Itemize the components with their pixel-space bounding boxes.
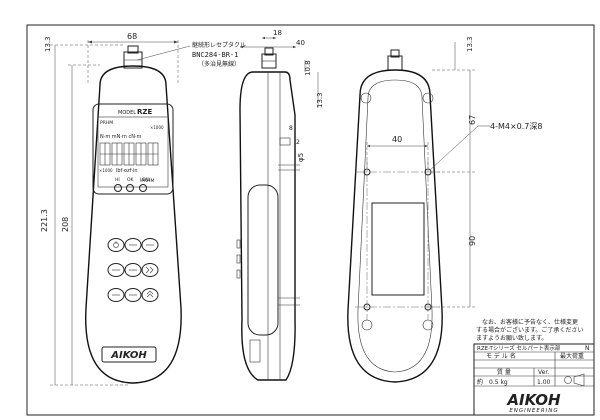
led-ok [126,184,134,192]
back-boss-bl [361,319,373,331]
side-port [249,339,261,363]
lcd-label-left-2: .PKHM [140,178,154,184]
back-inner-outline [357,79,433,373]
led-hi [114,184,122,192]
front-brand: AIKOH [110,350,147,361]
company-subtitle: ENGINEERING [509,408,558,414]
up-button[interactable] [141,288,159,302]
callout-thread: 4-M4×0.7深8 [490,122,542,131]
dim-side-w2: 40 [296,39,305,47]
dim-top-offset-left: 13.3 [44,36,52,52]
dim-height-body: 208 [61,217,70,232]
peak-button[interactable] [107,263,125,277]
dim-side-8: 8 [289,125,293,132]
ent-button[interactable] [124,263,142,277]
dim-back-90: 90 [468,236,477,246]
callout-connector-1: 継続形レセプタクル [192,41,246,49]
lcd-digits [99,142,159,166]
fast-forward-icon [145,266,154,274]
back-boss-br [422,319,434,331]
esc-button[interactable] [107,288,125,302]
notice-text: なお、お客様に予告なく、仕様変更 する場合がございます。ご了承ください ますよう… [476,318,583,342]
back-body-outline [347,69,443,383]
title-block-mass-label: 質 量 [497,368,511,376]
dim-back-width: 40 [392,135,402,144]
lcd-label-left-1: PRHM [100,120,113,126]
zero-button[interactable] [141,238,159,252]
callout-connector-3: （多治見無線） [198,60,240,68]
battery-cover [371,202,425,296]
menu-button[interactable] [124,238,142,252]
back-boss-tr [422,92,434,104]
lcd-units-row1: N·m mN·m cN·m [100,134,142,140]
led-label-ok: OK [127,177,135,183]
lcd-units-row2: lbf·ozf·in [116,168,138,174]
title-block-max-load-label: 最大荷重 [560,352,584,360]
dim-back-67: 67 [468,115,477,125]
front-dimensions: 68 13.3 221.3 208 [40,32,179,386]
company-logo: AIKOH [506,391,561,409]
side-grip [247,184,279,336]
side-body-outline [239,71,296,381]
drawing-border [26,24,595,416]
title-block: RZE-Tシリーズ セルパート表示部 N モ デ ル 名 最大荷重 質 量 Ve… [473,343,595,416]
lcd-label-right-2: ×1000 [99,168,113,173]
title-block-ver-label: Ver. [538,369,549,376]
notice-line-2: する場合がございます。ご了承ください [476,326,583,334]
title-block-model-label: モ デ ル 名 [486,352,516,360]
up-icon [146,290,154,298]
title-block-ver-value: 1.00 [537,379,551,386]
dim-side-108: 10.8 [304,60,312,76]
dim-back-top-offset: 13.3 [466,36,474,52]
dim-height-total: 221.3 [40,209,49,232]
led-label-hi: HI [115,177,120,183]
led-label-low: LOW [140,177,151,183]
lcd-bezel [92,103,174,195]
led-low [139,184,147,192]
model-prefix: MODEL [118,110,136,116]
title-block-code: N [585,345,590,352]
side-view [236,47,300,381]
title-block-title: RZE-Tシリーズ セルパート表示部 [477,344,561,352]
brand-plate [101,346,157,363]
back-boss-tl [360,92,372,104]
keypad [107,238,159,302]
dim-front-width: 68 [127,32,137,41]
power-button[interactable] [107,238,125,252]
callout-connector-2: BNC284-BR-1 [192,51,238,59]
fast-forward-button[interactable] [141,263,159,277]
notice-line-3: ますようお願い致します。 [476,334,547,342]
dim-side-diam: φ5 [297,153,305,162]
front-body-outline [85,65,182,384]
notice-line-1: なお、お客様に予告なく、仕様変更 [482,318,578,326]
side-dimensions: 18 40 10.8 13.3 8 2 φ5 [240,29,324,162]
lcd-label-right-1: ×1000 [150,125,164,130]
connector-callout: 継続形レセプタクル BNC284-BR-1 （多治見無線） [136,41,246,68]
dim-side-2: 2 [296,139,300,146]
front-view: MODEL RZE PRHM ×1000 N·m mN·m cN·m ×1000… [85,45,182,384]
back-view [347,49,443,383]
title-block-mass-value: 約 0.5 kg [477,378,508,386]
back-dimensions: 40 67 90 13.3 4-M4×0.7深8 [366,36,542,308]
model-name: RZE [137,108,152,116]
projection-symbol [564,376,572,384]
back-connector [387,55,403,71]
dim-side-133: 13.3 [316,92,324,108]
set-button[interactable] [124,288,142,302]
dim-side-w1: 18 [273,29,282,37]
